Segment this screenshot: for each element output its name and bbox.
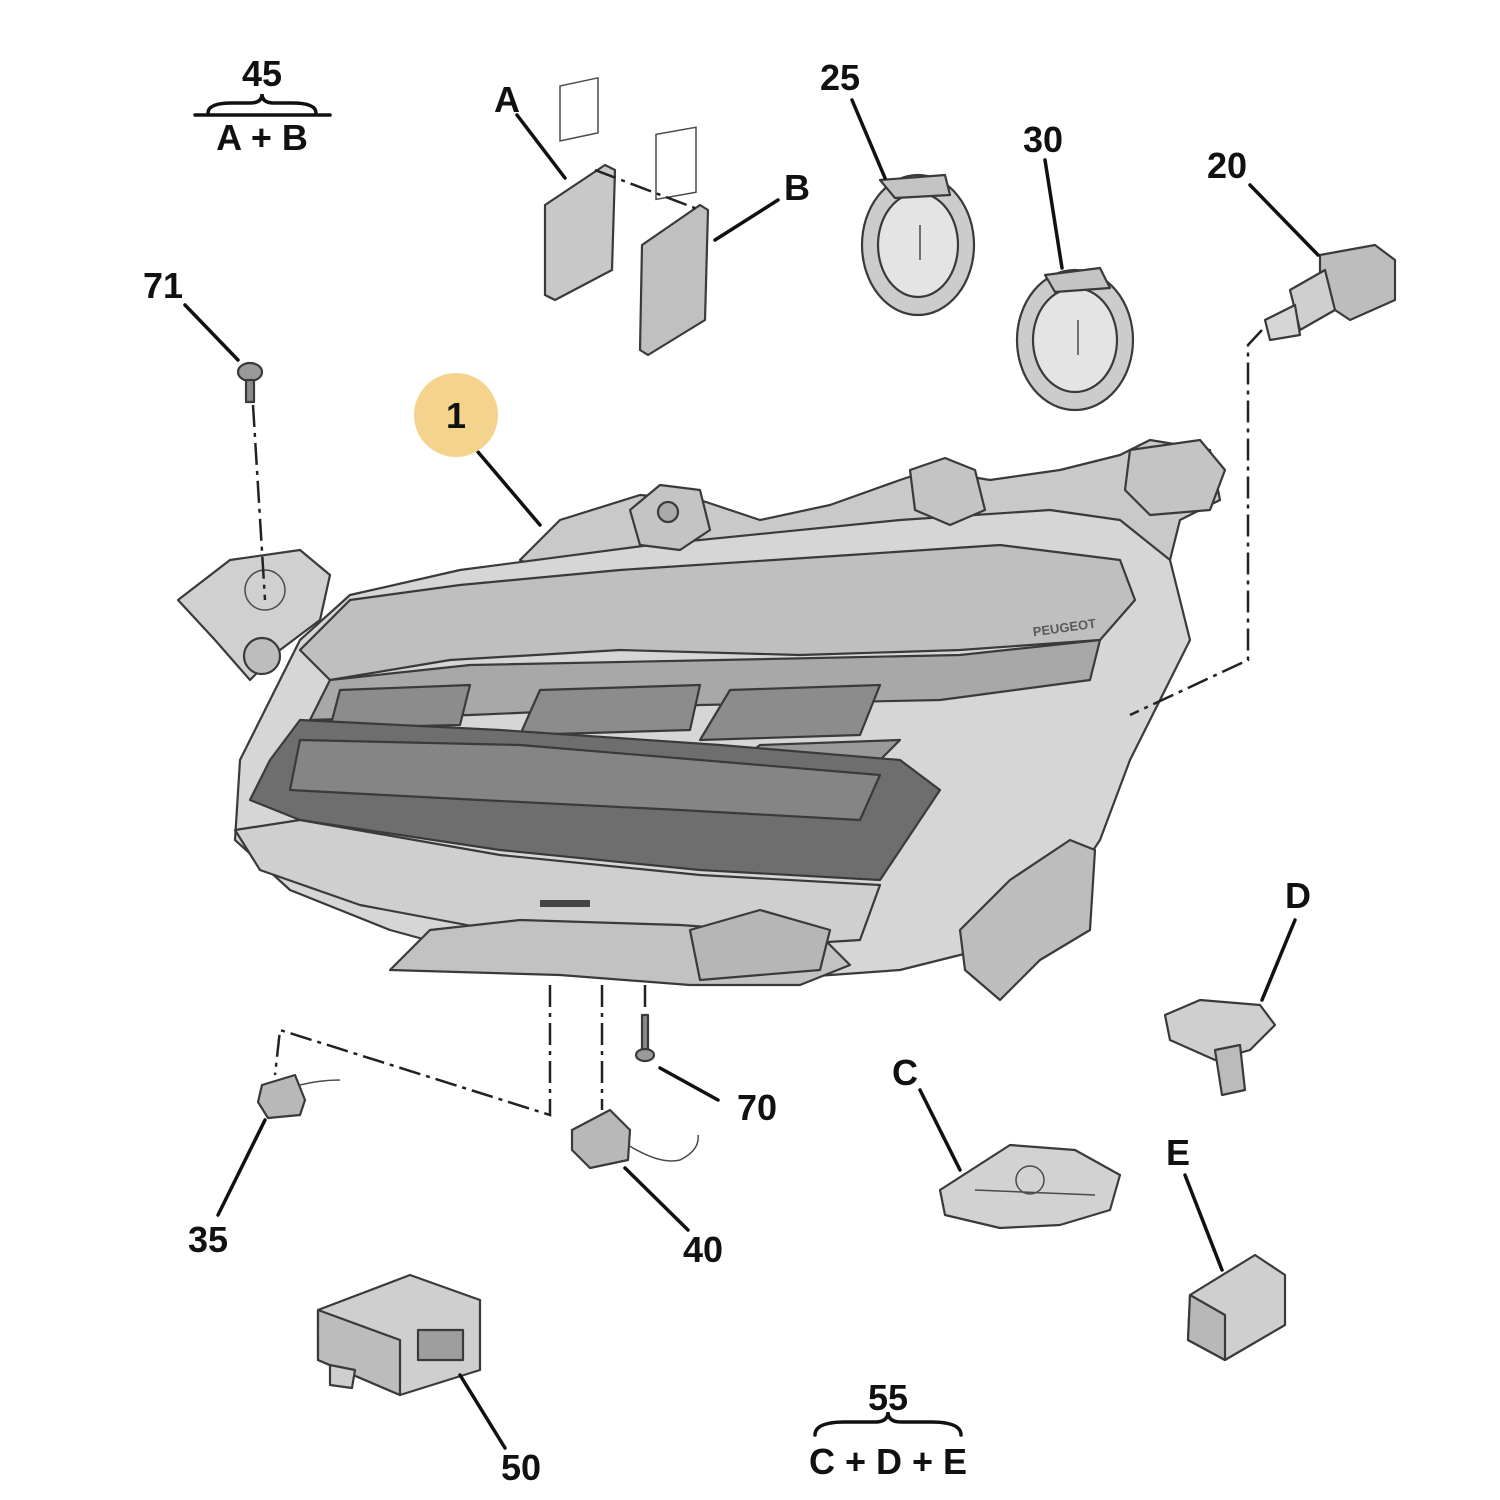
callout-25: 25 <box>820 57 860 98</box>
callout-50: 50 <box>501 1447 541 1488</box>
callout-c: C <box>892 1052 918 1093</box>
part-a-module <box>543 76 617 302</box>
part-50-module <box>316 1273 482 1397</box>
callout-71: 71 <box>143 265 183 306</box>
part-40-socket <box>570 1108 699 1170</box>
part-c-bracket <box>938 1143 1122 1230</box>
headlamp-assembly: PEUGEOT <box>176 438 1227 1002</box>
callout-b: B <box>784 167 810 208</box>
part-b-module <box>638 126 710 357</box>
callout-a: A <box>494 79 520 120</box>
part-20-actuator <box>1263 243 1397 342</box>
part-71-screw <box>236 361 264 404</box>
kit-45-number: 45 <box>242 53 282 94</box>
leader-lines <box>183 98 1320 1450</box>
assembly-lines <box>251 329 1263 1117</box>
kit-55-brace <box>813 1411 963 1437</box>
part-d-bracket <box>1163 998 1277 1097</box>
callout-1: 1 <box>446 395 466 436</box>
callout-e: E <box>1166 1132 1190 1173</box>
callout-1-highlight <box>414 373 498 457</box>
callout-35: 35 <box>188 1219 228 1260</box>
part-e-block <box>1186 1253 1287 1362</box>
callout-labels: 1 20 25 30 35 40 50 70 71 A B C D E 45 A… <box>143 53 1311 1488</box>
part-30-cap <box>1015 266 1135 412</box>
callout-70: 70 <box>737 1087 777 1128</box>
label-sticker <box>540 900 590 907</box>
part-70-screw <box>634 1013 656 1063</box>
kit-45-brace <box>206 93 318 115</box>
callout-40: 40 <box>683 1229 723 1270</box>
part-25-cap <box>860 173 976 317</box>
kit-55-contents: C + D + E <box>809 1441 967 1482</box>
callout-20: 20 <box>1207 145 1247 186</box>
kit-55-number: 55 <box>868 1377 908 1418</box>
kit-45-contents: A + B <box>216 117 308 158</box>
callout-d: D <box>1285 875 1311 916</box>
part-35-socket <box>256 1073 341 1120</box>
callout-30: 30 <box>1023 119 1063 160</box>
